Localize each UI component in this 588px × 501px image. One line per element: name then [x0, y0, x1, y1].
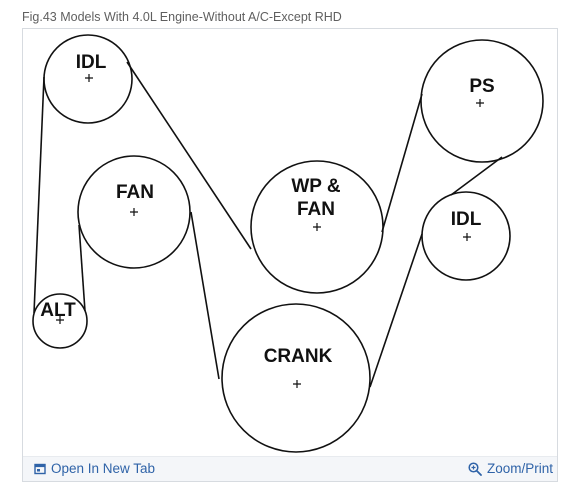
belt-segment [450, 156, 503, 196]
fan-pulley [77, 155, 191, 269]
zoom-icon [468, 461, 482, 476]
idler-pulley-right [421, 191, 511, 281]
zoom-print-label: Zoom/Print [486, 461, 553, 476]
water-pump-fan-pulley [250, 160, 384, 294]
belt-segment [126, 61, 252, 250]
center-marks [56, 74, 484, 388]
label-crank: CRANK [264, 346, 333, 367]
open-in-new-tab-label: Open In New Tab [51, 461, 156, 476]
belt-segment [369, 233, 423, 388]
label-wp-line2: FAN [297, 199, 335, 220]
zoom-print-link[interactable]: Zoom/Print [468, 461, 553, 476]
label-ps: PS [469, 76, 494, 97]
belt-segment [381, 93, 423, 233]
label-idl-right: IDL [451, 209, 482, 230]
label-alt: ALT [40, 300, 76, 321]
idler-pulley-top [43, 34, 133, 124]
figure-caption: Fig.43 Models With 4.0L Engine-Without A… [22, 10, 342, 24]
figure-frame: IDL FAN ALT WP & FAN CRANK PS IDL Open I… [22, 28, 558, 482]
belt-diagram-svg: IDL FAN ALT WP & FAN CRANK PS IDL [32, 34, 544, 453]
belt-segment [33, 76, 45, 314]
figure-footer: Open In New Tab Zoom/Print [23, 456, 557, 481]
label-wp-line1: WP & [291, 176, 341, 197]
crankshaft-pulley [221, 303, 371, 453]
alternator-pulley [32, 293, 88, 349]
power-steering-pulley [420, 39, 544, 163]
belt-routing-diagram[interactable]: IDL FAN ALT WP & FAN CRANK PS IDL [23, 29, 557, 457]
belt-segment [78, 224, 86, 312]
open-in-new-tab-link[interactable]: Open In New Tab [34, 461, 155, 476]
open-new-tab-icon [34, 463, 46, 474]
belt-segment [190, 211, 220, 380]
label-idl-top: IDL [76, 52, 107, 73]
label-fan: FAN [116, 182, 154, 203]
